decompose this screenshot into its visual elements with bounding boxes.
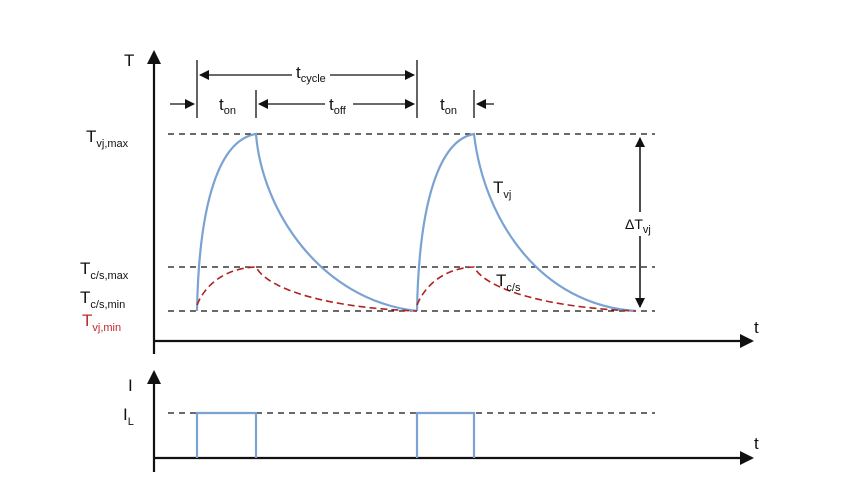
tcs-curve-cycle-1 [196,266,418,312]
tcs-max-label: Tc/s,max [80,259,129,282]
tcs-max-sub: c/s,max [90,270,128,282]
tcs-curve-sub: c/s [506,282,521,294]
current-pulse-1 [195,411,258,458]
il-sub: L [128,416,134,428]
tvj-curve-cycle-1 [195,132,418,313]
ton-2-sub: on [445,105,457,117]
delta-tvj-label-bg [624,212,668,236]
toff-label-bg [325,94,353,114]
tvj-min-label: Tvj,min [82,311,121,334]
tcs-curve-cycle-2 [416,266,637,312]
tcs-curve-label: Tc/s [496,271,521,294]
bottom-x-axis-label: t [754,434,759,453]
tvj-min-main: T [82,311,92,330]
tcs-min-sub: c/s,min [90,299,125,311]
tvj-curve-label: Tvj [493,178,511,201]
ton-1-main: t [219,95,224,114]
tvj-curve-main: T [493,178,503,197]
delta-tvj-label: ΔTvj [625,216,651,236]
ton-label-2: ton [440,95,457,117]
toff-main: t [329,95,334,114]
toff-label: toff [329,95,347,117]
toff-sub: off [334,105,347,117]
ton-label-1: ton [219,95,236,117]
current-pulse-2 [415,411,476,458]
il-label: IL [123,405,134,428]
delta-tvj-sub: vj [643,224,651,236]
tcycle-sub: cycle [301,73,326,85]
tcycle-label: tcycle [296,63,326,85]
tcs-min-main: T [80,288,90,307]
tvj-min-sub: vj,min [92,322,121,334]
top-y-axis-label: T [124,51,134,70]
tvj-max-main: T [86,127,96,146]
ton-1-sub: on [224,105,236,117]
top-x-axis-label: t [754,318,759,337]
il-main: I [123,405,128,424]
tcycle-label-bg [292,64,330,84]
tcs-curve-main: T [496,271,506,290]
tvj-curve-sub: vj [503,189,511,201]
tcycle-main: t [296,63,301,82]
delta-tvj-main: ΔT [625,216,643,232]
bottom-y-axis-label: I [128,376,133,395]
tvj-curve-cycle-2 [415,132,637,313]
tcs-min-label: Tc/s,min [80,288,125,311]
ton-2-main: t [440,95,445,114]
tcs-max-main: T [80,259,90,278]
tvj-max-sub: vj,max [96,138,128,150]
tvj-max-label: Tvj,max [86,127,129,150]
